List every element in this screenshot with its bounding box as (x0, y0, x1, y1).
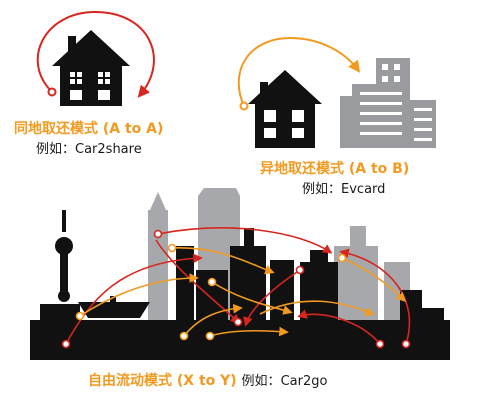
a-to-b-group (237, 36, 436, 148)
mode-a-to-b-title: 异地取还模式 (A to B) (260, 161, 410, 177)
ab-start-dot (239, 101, 249, 111)
example-prefix: 例如： (241, 374, 281, 389)
mode-a-to-b-example: 例如：Evcard (302, 178, 385, 197)
example-brand: Car2share (75, 142, 142, 157)
office-building-icon (340, 58, 436, 148)
mode-x-to-y-line: 自由流动模式 (X to Y) 例如：Car2go (88, 370, 327, 390)
mode-x-to-y-title: 自由流动模式 (X to Y) (88, 373, 237, 389)
arrow-orange-ab (237, 36, 361, 107)
example-prefix: 例如： (36, 142, 76, 157)
example-brand: Evcard (341, 182, 386, 197)
a-to-a-group (36, 10, 155, 106)
house-icon (248, 70, 322, 148)
example-brand: Car2go (280, 374, 328, 389)
house-icon (52, 30, 130, 106)
loop-start-dot (47, 87, 57, 97)
mode-a-to-a-example: 例如：Car2share (36, 138, 142, 157)
example-prefix: 例如： (302, 182, 342, 197)
city-skyline-icon (30, 188, 450, 360)
mode-a-to-a-title: 同地取还模式 (A to A) (14, 121, 164, 137)
loop-arrow-red (36, 10, 155, 98)
